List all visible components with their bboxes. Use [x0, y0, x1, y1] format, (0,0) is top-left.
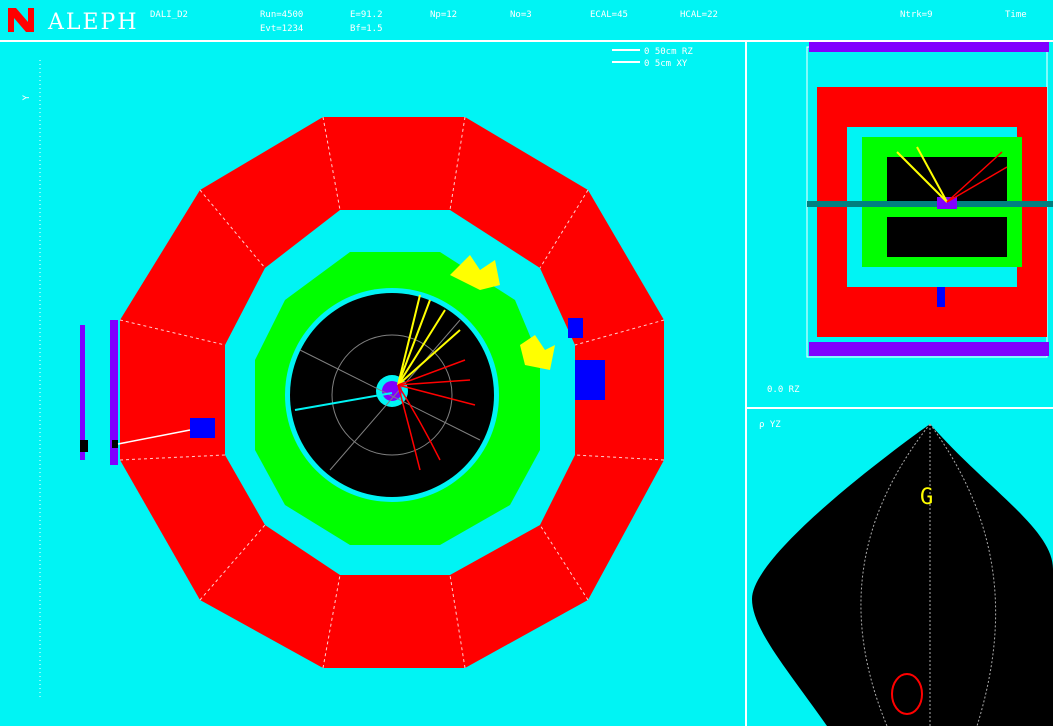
sector-lines: [119, 116, 665, 669]
header-field: DALI_D2: [150, 10, 188, 20]
panel-divider: [747, 407, 1053, 409]
aleph-logo-icon: [8, 8, 34, 32]
header-field: No=3: [510, 10, 532, 20]
header-field: Time: [1005, 10, 1027, 20]
header-field: ECAL=45: [590, 10, 628, 20]
scale-label-2: 0 5cm XY: [644, 59, 688, 69]
header-field: Run=4500: [260, 10, 304, 20]
left-axis-label: Y: [22, 95, 32, 101]
panel-divider: [745, 42, 747, 726]
header-field: Bf=1.5: [350, 24, 383, 34]
yellow-tracks: [397, 294, 461, 386]
scale-label-1: 0 50cm RZ: [644, 47, 693, 57]
header-field: Evt=1234: [260, 24, 304, 34]
header-field: Np=12: [430, 10, 458, 20]
aleph-title: ALEPH: [48, 10, 139, 35]
header-bar: ALEPH DALI_D2 Run=4500 Evt=1234 E=91.2 B…: [0, 0, 1053, 42]
tracker-grid: [299, 319, 481, 471]
header-field: E=91.2: [350, 10, 383, 20]
yz-view: G ρ YZ: [747, 409, 1053, 726]
yellow-cluster-glyph: G: [920, 485, 933, 510]
rz-view-label: 0.0 RZ: [767, 385, 800, 395]
main-xy-view: 0 50cm RZ 0 5cm XY: [0, 42, 745, 726]
hcal-hits: [190, 318, 605, 438]
header-field: HCAL=22: [680, 10, 718, 20]
rz-view: 0.0 RZ: [747, 42, 1053, 407]
yz-view-label: ρ YZ: [759, 420, 781, 430]
red-tracks: [397, 359, 476, 471]
energy-deposits: [450, 255, 555, 370]
header-field: Ntrk=9: [900, 10, 933, 20]
